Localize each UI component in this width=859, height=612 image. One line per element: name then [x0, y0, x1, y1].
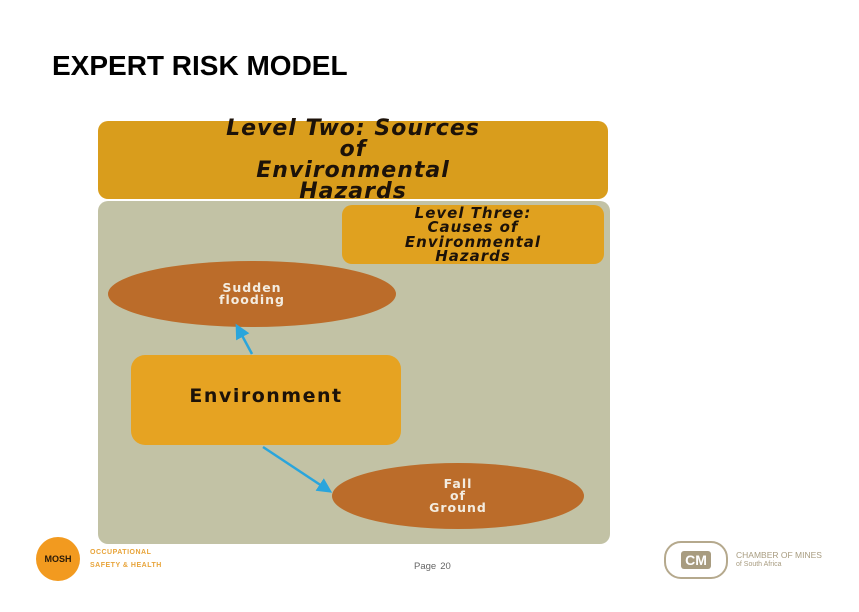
level-three-label: Level Three: Causes of Environmental Haz… [404, 203, 542, 265]
mosh-logo-icon: MOSH [36, 537, 80, 581]
cm-line2: of South Africa [736, 561, 782, 568]
node-environment: Environment [131, 355, 401, 445]
cm-logo-icon: CM [664, 541, 728, 579]
node-label: Fall of Ground [429, 476, 487, 515]
node-label: Sudden flooding [219, 280, 285, 307]
level-two-label: Level Two: Sources of Environmental Haza… [226, 116, 480, 204]
slide-title: EXPERT RISK MODEL [52, 50, 348, 81]
cm-line1: CHAMBER OF MINES [736, 550, 822, 560]
chamber-of-mines-branding: CM CHAMBER OF MINES of South Africa [664, 541, 822, 579]
node-label: Environment [189, 385, 343, 407]
mosh-line1: OCCUPATIONAL [90, 549, 152, 556]
mosh-line2: SAFETY & HEALTH [90, 562, 162, 569]
level-two-header: Level Two: Sources of Environmental Haza… [98, 116, 608, 204]
level-three-header: Level Three: Causes of Environmental Haz… [342, 205, 604, 264]
mosh-branding: MOSH OCCUPATIONAL SAFETY & HEALTH [36, 537, 162, 581]
node-fall-of-ground: Fall of Ground [332, 463, 584, 529]
node-sudden-flooding: Sudden flooding [108, 261, 396, 327]
